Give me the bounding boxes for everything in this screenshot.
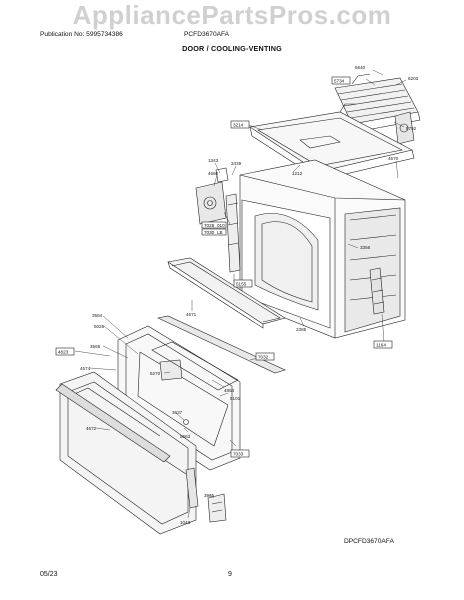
- door-handle: [55, 383, 171, 463]
- part-label-5026: 5026: [94, 324, 105, 329]
- control-panel-trim: [167, 257, 286, 329]
- model-number: PCFD3670AFA: [184, 31, 230, 38]
- part-label-7028-suffix: 010: [217, 223, 225, 228]
- part-label-5640: 5640: [355, 65, 366, 70]
- part-label-4854: 4854: [224, 388, 235, 393]
- label-box-7030: [201, 228, 227, 236]
- latch-motor-module: [195, 167, 229, 225]
- footer-page-number: 9: [228, 571, 232, 578]
- part-label-5270: 5270: [150, 371, 161, 376]
- section-title: DOOR / COOLING-VENTING: [182, 44, 282, 53]
- label-box-7028: [201, 221, 227, 229]
- part-label-6203: 6203: [408, 76, 419, 81]
- part-label-7030-suffix: LB: [217, 230, 223, 235]
- door-screw: [183, 419, 189, 425]
- part-label-5101: 5101: [230, 396, 241, 401]
- door-gasket: [157, 315, 286, 374]
- part-label-3637: 3637: [172, 410, 183, 415]
- label-box-5155: [233, 279, 253, 288]
- part-label-5752: 5752: [406, 126, 417, 131]
- part-label-4570: 4570: [388, 156, 399, 161]
- part-label-5663: 5663: [180, 434, 191, 439]
- part-label-5734: 5734: [334, 79, 345, 84]
- label-box-5734: [331, 76, 351, 85]
- part-label-4823: 4823: [58, 350, 69, 355]
- part-label-2385: 2385: [296, 327, 307, 332]
- part-label-4574: 4574: [80, 366, 91, 371]
- part-label-1212: 1212: [292, 171, 303, 176]
- label-box-4823: [55, 347, 75, 356]
- part-label-3356: 3356: [360, 245, 371, 250]
- publication-number: Publication No: 5995734386: [40, 31, 123, 38]
- footer-date: 05/23: [40, 571, 58, 578]
- part-label-7032: 7032: [258, 355, 269, 360]
- part-label-3564: 3564: [92, 313, 103, 318]
- part-label-7030: 7030: [204, 230, 215, 235]
- part-label-4660: 4660: [208, 171, 219, 176]
- door-hinge-right: [207, 493, 227, 523]
- part-label-3214: 3214: [233, 123, 244, 128]
- part-label-1043: 1043: [180, 520, 191, 525]
- part-label-7033: 7033: [233, 452, 244, 457]
- label-box-7032: [255, 352, 275, 361]
- part-label-3565: 3565: [90, 344, 101, 349]
- vent-assembly: [334, 73, 421, 145]
- drawing-code: DPCFD3670AFA: [344, 538, 394, 545]
- part-label-5155: 5155: [236, 282, 247, 287]
- label-box-3214: [230, 120, 250, 129]
- part-label-1343: 1343: [208, 158, 219, 163]
- cavity-hinge-bracket: [225, 193, 241, 273]
- right-hinge: [369, 267, 385, 315]
- door-hinge-left: [185, 467, 199, 509]
- label-box-7033: [230, 449, 250, 458]
- inner-glass: [151, 341, 239, 391]
- part-label-4671: 4671: [186, 312, 197, 317]
- watermark: AppliancePartsPros.com: [72, 0, 392, 30]
- part-label-7028: 7028: [204, 223, 215, 228]
- part-label-3439: 3439: [231, 161, 242, 166]
- label-box-1164: [373, 340, 393, 349]
- part-label-4672: 4672: [86, 426, 97, 431]
- oven-cavity: [239, 159, 406, 339]
- part-label-3965: 3965: [204, 493, 215, 498]
- part-label-1164: 1164: [376, 343, 386, 348]
